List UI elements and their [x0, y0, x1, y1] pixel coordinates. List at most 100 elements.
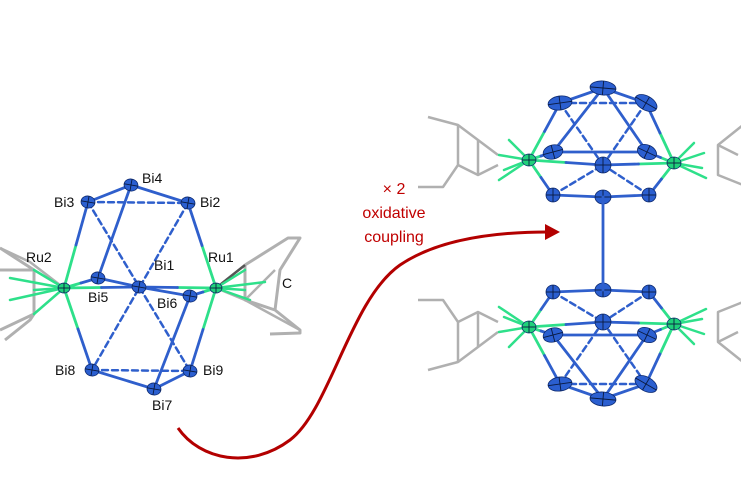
cp-ring-bond — [244, 269, 276, 301]
ru-cp-bond — [214, 280, 267, 290]
ru-cp-bond — [32, 286, 66, 316]
atom-bi — [634, 375, 658, 393]
atom-label-ru2: Ru2 — [26, 249, 52, 265]
bi-bi-contact — [86, 200, 190, 205]
atom-bi-axis — [558, 377, 562, 391]
bi-bi-bond — [601, 333, 649, 401]
atom-bi — [641, 284, 657, 300]
dimer-structure — [418, 80, 741, 407]
atom-ru — [666, 156, 682, 170]
atom-bi-axis — [601, 80, 605, 96]
cp-ring-bond — [418, 125, 460, 189]
atom-label-bi6: Bi6 — [157, 295, 177, 311]
ru-bi-bond — [74, 200, 90, 247]
caption-line-2: coupling — [364, 229, 424, 246]
atom-ru — [521, 320, 537, 334]
atom-label-bi1: Bi1 — [154, 257, 174, 273]
caption-line-1: oxidative — [362, 205, 426, 222]
ru-cp-bond — [8, 276, 66, 290]
atom-bi2-axis — [186, 197, 190, 209]
atom-bi — [547, 95, 573, 111]
atom-ru2 — [57, 282, 71, 294]
atom-bi8 — [84, 363, 100, 377]
monomer-structure — [0, 178, 302, 396]
caption-multiplier: × 2 — [382, 181, 406, 198]
cp-ring-bond — [716, 124, 741, 186]
bi-bi-contact — [601, 163, 651, 197]
cp-ring-bond — [457, 163, 479, 177]
atom-bi — [594, 156, 612, 174]
bi-bi-contact — [558, 101, 605, 167]
reaction-arrow-curve — [176, 230, 549, 460]
ru-bi-bond — [200, 244, 218, 290]
cp-ring-bond — [427, 331, 499, 372]
atom-bi4 — [123, 178, 139, 192]
atom-bi8-axis — [90, 364, 94, 376]
bi-bi-bond — [152, 294, 192, 391]
ru-bi-bond — [186, 201, 204, 247]
atom-bi-axis — [550, 328, 556, 342]
bi-bi-contact — [601, 101, 648, 167]
atom-bi6-axis — [188, 290, 192, 302]
atom-bi6 — [182, 289, 198, 303]
bi-bi-contact — [551, 290, 605, 324]
atom-label-bi4: Bi4 — [142, 170, 162, 186]
atom-bi-axis — [558, 96, 562, 110]
bi-bi-bond — [551, 86, 605, 154]
ru-bi-bond — [62, 286, 80, 331]
atom-bi — [545, 284, 561, 300]
atom-ru1 — [209, 282, 223, 294]
ru-bi-bond — [62, 243, 78, 290]
cp-ring-bond — [476, 140, 499, 177]
ru-bi-bond — [76, 327, 94, 372]
atom-ru — [666, 317, 682, 331]
atom-bi-axis — [601, 391, 605, 407]
cp-ring-bond — [244, 236, 302, 311]
ru-bi-bond — [188, 328, 205, 373]
bi-bi-contact — [551, 163, 605, 197]
atom-bi — [641, 187, 657, 203]
atom-label-bi8: Bi8 — [55, 362, 75, 378]
atom-bi — [545, 187, 561, 203]
reaction-caption: × 2 oxidative coupling — [344, 178, 444, 250]
cp-ring-bond — [4, 313, 36, 342]
atom-bi9-axis — [188, 365, 192, 377]
atom-bi1 — [131, 280, 147, 294]
cp-ring-bond — [243, 265, 302, 336]
atom-bi — [634, 94, 658, 112]
atom-bi7-axis — [152, 383, 156, 395]
cp-ring-bond — [0, 246, 36, 332]
atom-bi-axis — [643, 145, 651, 159]
bi-bi-bond — [551, 333, 605, 401]
bi-bi-contact — [90, 368, 192, 373]
atom-bi — [594, 313, 612, 331]
bi-bi-bond — [129, 183, 190, 205]
atom-bi4-axis — [129, 179, 133, 191]
atom-bi — [637, 326, 657, 344]
atom-bi3-axis — [86, 196, 90, 208]
atom-bi — [637, 143, 657, 161]
ru-cp-bond — [8, 286, 66, 302]
atom-bi-axis — [642, 377, 650, 391]
atom-label-bi9: Bi9 — [203, 362, 223, 378]
atom-bi5 — [90, 271, 106, 285]
ru-bi-bond — [201, 286, 218, 331]
ru-bi-bond — [176, 286, 218, 290]
cp-ring-bond — [717, 330, 739, 344]
atom-bi2 — [180, 196, 196, 210]
atom-label-ru1: Ru1 — [208, 249, 234, 265]
atom-label-bi7: Bi7 — [152, 397, 172, 413]
bi-bi-bond — [601, 86, 649, 154]
atom-bi9 — [182, 364, 198, 378]
atom-bi1-axis — [137, 281, 141, 293]
atom-bi — [547, 376, 573, 392]
atom-ru — [521, 153, 537, 167]
cp-ring-bond — [716, 301, 741, 363]
cp-ring-bond — [427, 115, 499, 156]
atom-label-bi5: Bi5 — [88, 289, 108, 305]
atom-bi5-axis — [96, 272, 100, 284]
cp-ring-bond — [215, 286, 301, 332]
atom-bi-axis — [550, 145, 556, 159]
